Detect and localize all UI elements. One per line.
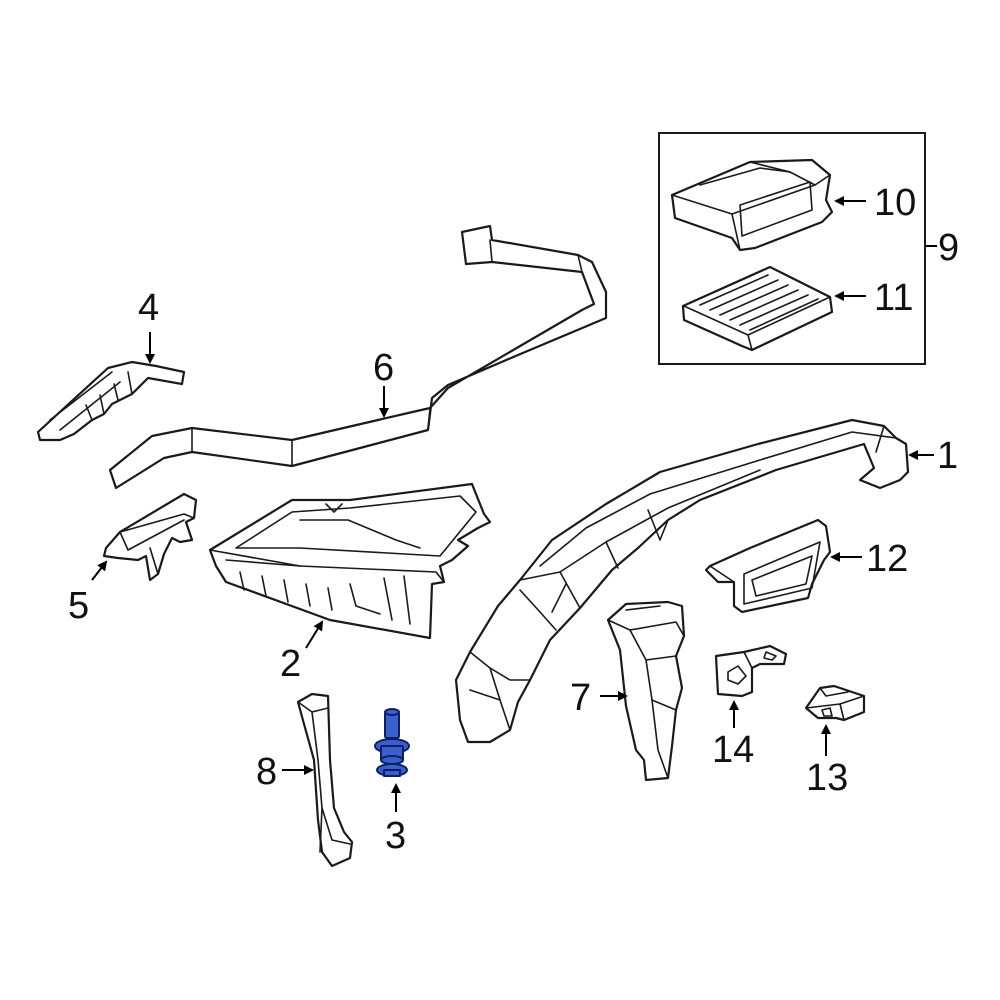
callout-5: 5 [68,585,89,627]
callout-14: 14 [712,729,754,771]
leader-5 [91,560,108,581]
callout-13: 13 [806,757,848,799]
part-1-rear-frame-rail[interactable] [454,418,910,744]
leader-2 [305,620,324,649]
callout-8: 8 [256,751,277,793]
part-4-bracket[interactable] [36,360,186,442]
part-6-roof-rail-strip[interactable] [108,224,608,490]
callout-4: 4 [138,287,159,329]
part-3-bolt[interactable] [374,708,410,777]
part-12-bracket[interactable] [704,518,832,614]
callout-3: 3 [385,815,406,857]
callout-9: 9 [938,227,959,269]
callout-2: 2 [280,643,301,685]
callout-1: 1 [937,435,958,477]
part-2-quarter-panel[interactable] [208,482,492,640]
part-5-bracket[interactable] [102,492,198,582]
callout-12: 12 [866,538,908,580]
callout-11: 11 [874,277,913,319]
part-10-module-housing[interactable] [670,158,834,252]
part-14-plate-bracket[interactable] [714,644,788,698]
part-7-pillar-bracket[interactable] [606,600,686,782]
callout-6: 6 [373,347,394,389]
callout-10: 10 [874,182,916,224]
part-11-filter[interactable] [681,265,834,352]
callout-7: 7 [570,677,591,719]
leader-arrows [91,196,934,812]
part-13-clip-block[interactable] [804,684,866,722]
callout-labels: 1 2 3 4 5 6 7 8 9 10 11 12 13 14 [68,182,959,857]
part-8-pillar-reinforcement[interactable] [296,692,354,868]
